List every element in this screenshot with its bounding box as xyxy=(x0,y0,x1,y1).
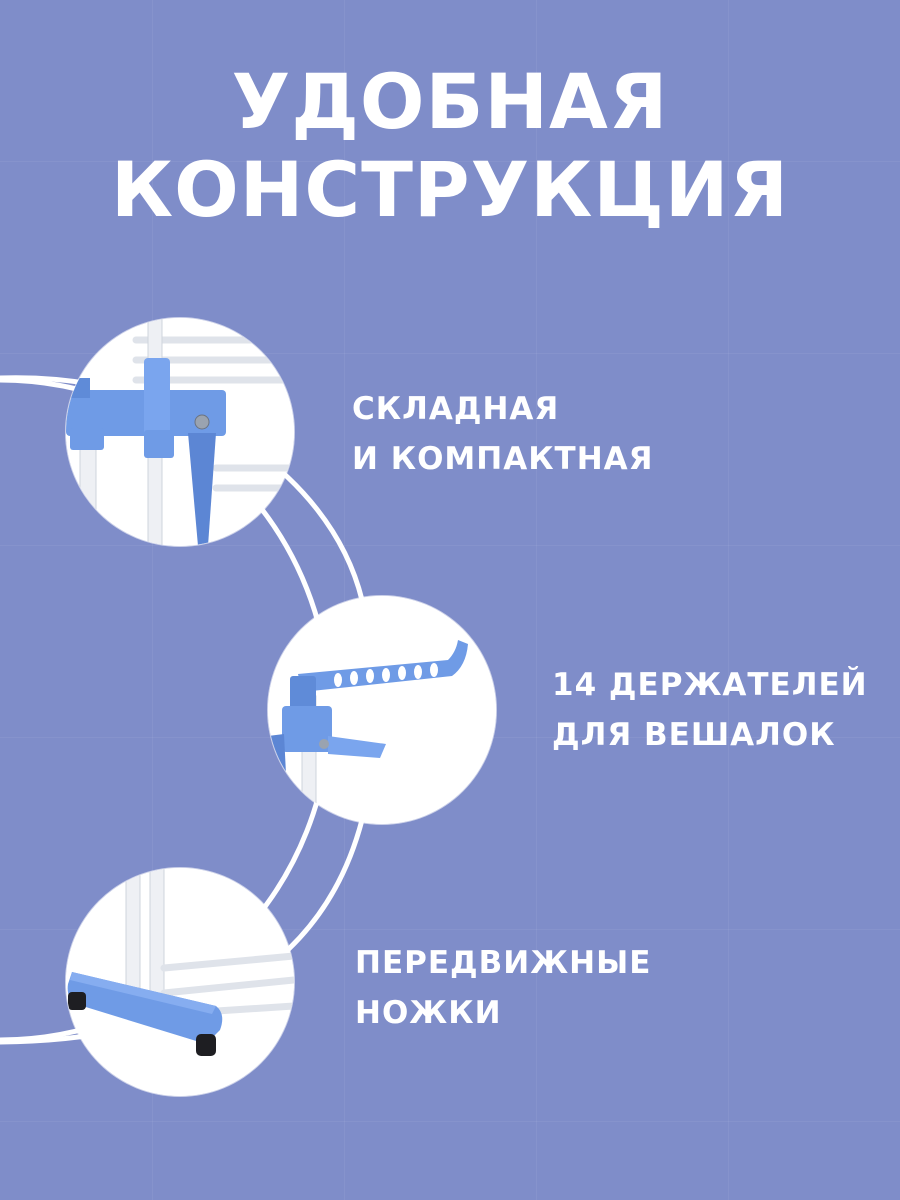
feature-caption-holders-line-2: ДЛЯ ВЕШАЛОК xyxy=(552,717,836,753)
folding-joint-photo xyxy=(66,318,294,546)
feature-caption-wheels-line-1: ПЕРЕДВИЖНЫЕ xyxy=(355,945,652,981)
feature-caption-folding: СКЛАДНАЯ И КОМПАКТНАЯ xyxy=(352,384,654,484)
feature-caption-holders-line-1: 14 ДЕРЖАТЕЛЕЙ xyxy=(552,667,868,703)
hanger-holder-illustration xyxy=(268,596,496,824)
wheeled-foot-illustration xyxy=(66,868,294,1096)
feature-caption-wheels: ПЕРЕДВИЖНЫЕ НОЖКИ xyxy=(355,938,651,1038)
feature-caption-folding-line-1: СКЛАДНАЯ xyxy=(352,391,560,427)
hanger-holder-photo xyxy=(268,596,496,824)
feature-caption-folding-line-2: И КОМПАКТНАЯ xyxy=(352,441,654,477)
feature-caption-holders: 14 ДЕРЖАТЕЛЕЙ ДЛЯ ВЕШАЛОК xyxy=(552,660,868,760)
wheeled-foot-photo xyxy=(66,868,294,1096)
headline: УДОБНАЯ КОНСТРУКЦИЯ xyxy=(0,58,900,234)
headline-line-2: КОНСТРУКЦИЯ xyxy=(110,145,789,234)
folding-joint-illustration xyxy=(66,318,294,546)
feature-caption-wheels-line-2: НОЖКИ xyxy=(355,995,502,1031)
headline-line-1: УДОБНАЯ xyxy=(231,57,669,146)
